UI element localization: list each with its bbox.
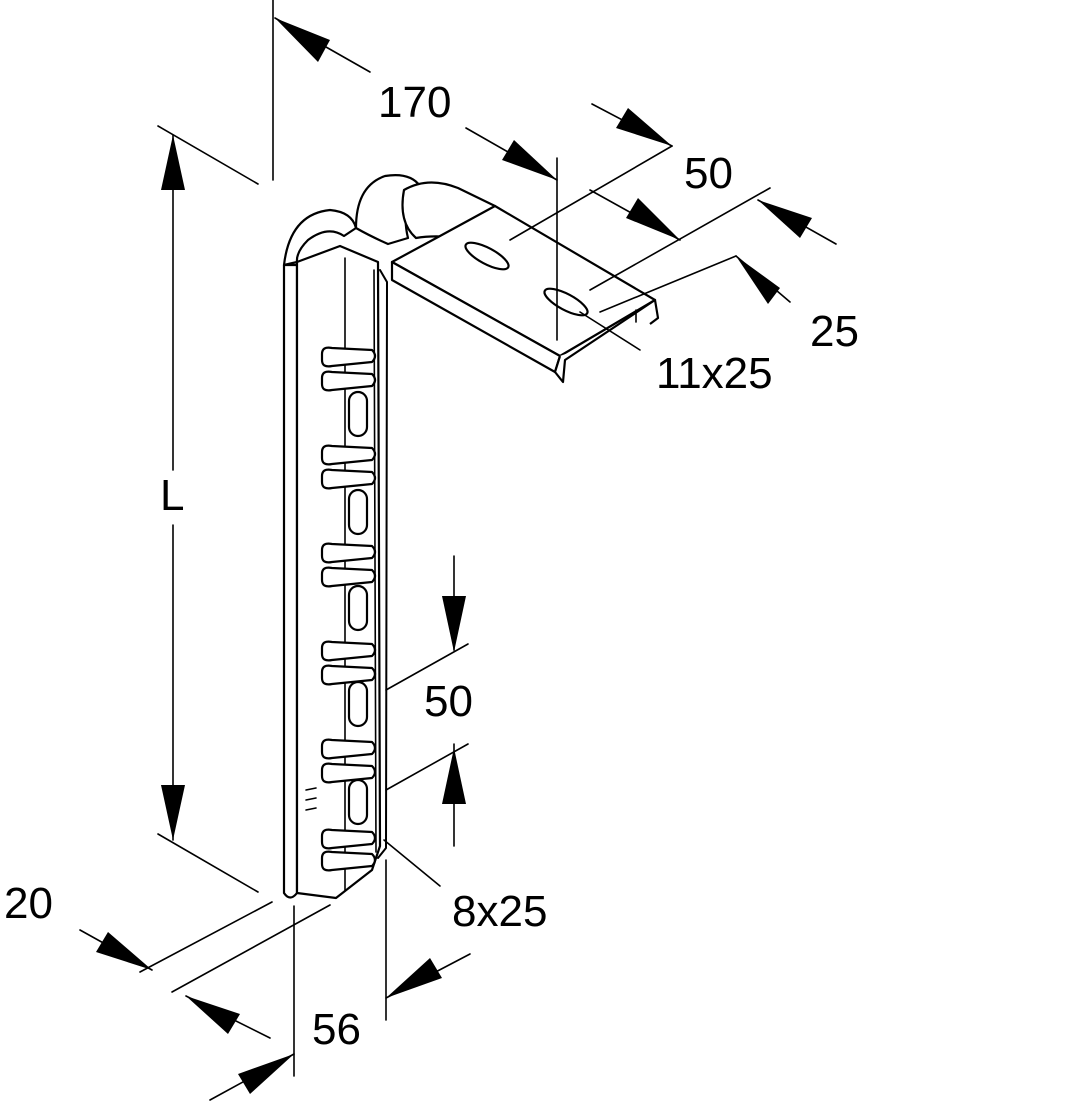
arrow-50-top-b (626, 198, 680, 240)
arrow-50-side-top (442, 596, 466, 652)
arrow-170-right (502, 140, 557, 180)
dim-8x25: 8x25 (452, 887, 547, 936)
arrow-25-b (736, 256, 780, 304)
top-slot-2 (543, 287, 589, 317)
top-slot-1 (464, 241, 510, 271)
dim-11x25: 11x25 (656, 349, 773, 398)
arrow-56-a (238, 1054, 294, 1094)
arrow-L-bottom (161, 785, 185, 840)
arrow-L-top (161, 135, 185, 190)
dim-170: 170 (378, 78, 451, 127)
arrow-50-top-a (616, 108, 672, 146)
dim-L: L (160, 471, 184, 520)
arrow-56-b (386, 958, 442, 998)
arrow-50-side-bottom (442, 748, 466, 804)
bracket-part (282, 174, 660, 900)
dimension-lines (79, 0, 837, 1101)
arrow-25-a (758, 200, 812, 238)
dim-20: 20 (4, 879, 53, 928)
dim-56: 56 (312, 1005, 361, 1054)
dim-25: 25 (810, 307, 859, 356)
vertical-back-flange (282, 263, 299, 899)
arrow-20-a (96, 932, 152, 970)
channel-clips (305, 346, 377, 872)
arrow-20-b (186, 996, 240, 1034)
arrow-170-left (275, 18, 330, 62)
dim-50-top: 50 (684, 149, 733, 198)
dim-50-side: 50 (424, 677, 473, 726)
